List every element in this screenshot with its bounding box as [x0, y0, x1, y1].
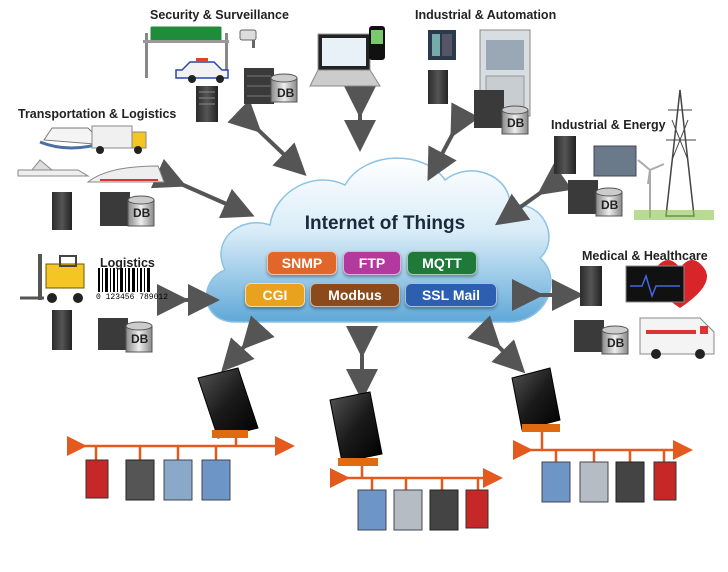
sector-label-industrial-automation: Industrial & Automation — [415, 8, 557, 22]
sector-label-transportation: Transportation & Logistics — [18, 107, 177, 121]
cloud-title: Internet of Things — [304, 213, 466, 234]
db-label: DB — [131, 332, 149, 346]
sector-label-medical: Medical & Healthcare — [582, 249, 708, 263]
gateway-device-left — [197, 367, 259, 439]
automation-equipment — [428, 29, 531, 135]
io-modules-center — [357, 489, 489, 531]
protocol-modbus: Modbus — [310, 283, 400, 307]
bus-lines — [67, 432, 693, 490]
sector-label-security: Security & Surveillance — [150, 8, 289, 22]
barcode-number: 0 123456 789012 — [96, 293, 169, 302]
connection-arrows — [150, 86, 584, 401]
io-modules-left — [85, 459, 231, 501]
db-label: DB — [277, 86, 295, 100]
db-label: DB — [607, 336, 625, 350]
io-modules-right — [541, 461, 677, 503]
barcode — [98, 268, 150, 292]
protocol-ssl-mail: SSL Mail — [405, 283, 497, 307]
logistics-equipment — [20, 254, 153, 353]
sector-label-logistics: Logistics — [100, 256, 155, 270]
db-label: DB — [601, 198, 619, 212]
energy-equipment — [554, 89, 714, 220]
security-equipment — [143, 25, 298, 122]
cloud-shape — [205, 157, 552, 323]
laptop-phone — [309, 26, 385, 87]
protocol-mqtt: MQTT — [407, 251, 477, 275]
db-label: DB — [133, 206, 151, 220]
medical-equipment — [574, 260, 715, 359]
gateway-device-center — [329, 391, 383, 466]
protocol-ftp: FTP — [343, 251, 401, 275]
protocol-cgi: CGI — [245, 283, 305, 307]
protocol-snmp: SNMP — [267, 251, 337, 275]
sector-label-industrial-energy: Industrial & Energy — [551, 118, 666, 132]
transportation-vehicles — [17, 125, 165, 230]
gateway-device-right — [511, 367, 561, 432]
db-label: DB — [507, 116, 525, 130]
